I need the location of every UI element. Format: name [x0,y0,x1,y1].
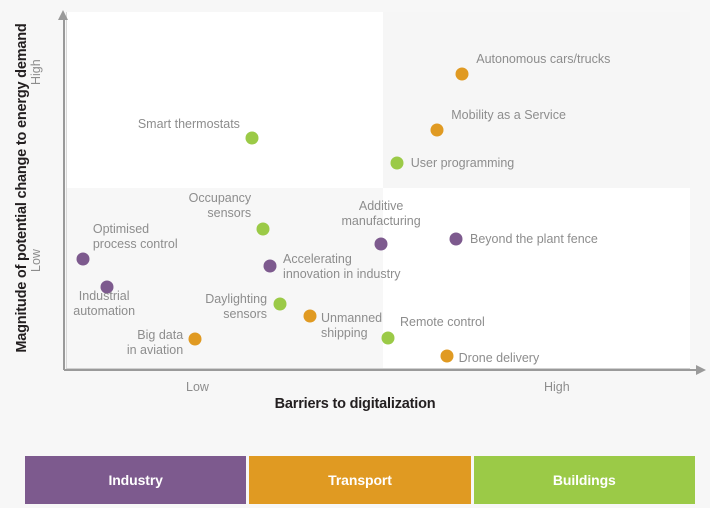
legend-item-buildings[interactable]: Buildings [473,456,695,504]
data-point[interactable] [273,297,287,311]
data-point[interactable] [303,309,317,323]
plot-border-left [66,12,67,369]
y-axis-title: Magnitude of potential change to energy … [14,23,30,353]
data-point-label: Optimised process control [92,222,178,252]
legend-item-transport[interactable]: Transport [249,456,471,504]
x-axis-title: Barriers to digitalization [274,396,436,412]
x-axis-tick-low: Low [186,380,209,394]
data-point[interactable] [100,280,114,294]
data-point[interactable] [390,156,404,170]
data-point-label: Remote control [399,315,485,330]
data-point[interactable] [188,332,202,346]
y-axis-tick-high: High [29,59,43,85]
x-axis-arrow-icon [696,365,706,375]
data-point-label: Big data in aviation [126,327,184,357]
y-axis-tick-low: Low [29,249,43,272]
data-point-label: Unmanned shipping [320,311,383,341]
data-point[interactable] [430,123,444,137]
x-axis-tick-high: High [544,380,570,394]
data-point-label: Drone delivery [458,350,540,365]
plot-border-bottom [66,368,690,369]
data-point-label: Accelerating innovation in industry [283,251,401,281]
data-point-label: Additive manufacturing [341,199,421,229]
legend-item-industry[interactable]: Industry [25,456,247,504]
data-point[interactable] [449,232,463,246]
data-point[interactable] [455,67,469,81]
x-axis-line [64,369,698,371]
y-axis-arrow-icon [58,10,68,20]
data-point-label: Beyond the plant fence [470,232,598,247]
data-point[interactable] [245,131,259,145]
quadrant-top-right [383,12,690,188]
y-axis-line [63,18,65,370]
data-point[interactable] [263,259,277,273]
data-point-label: Daylighting sensors [205,291,268,321]
plot-area [66,12,690,368]
quadrant-bottom-left [66,188,383,368]
data-point[interactable] [381,331,395,345]
data-point-label: User programming [410,155,515,170]
data-point-label: Industrial automation [73,289,136,319]
data-point-label: Smart thermostats [137,117,240,132]
data-point-label: Mobility as a Service [451,107,566,122]
data-point[interactable] [374,237,388,251]
data-point-label: Occupancy sensors [188,191,252,221]
data-point-label: Autonomous cars/trucks [476,51,611,66]
data-point[interactable] [76,252,90,266]
data-point[interactable] [256,222,270,236]
data-point[interactable] [440,349,454,363]
